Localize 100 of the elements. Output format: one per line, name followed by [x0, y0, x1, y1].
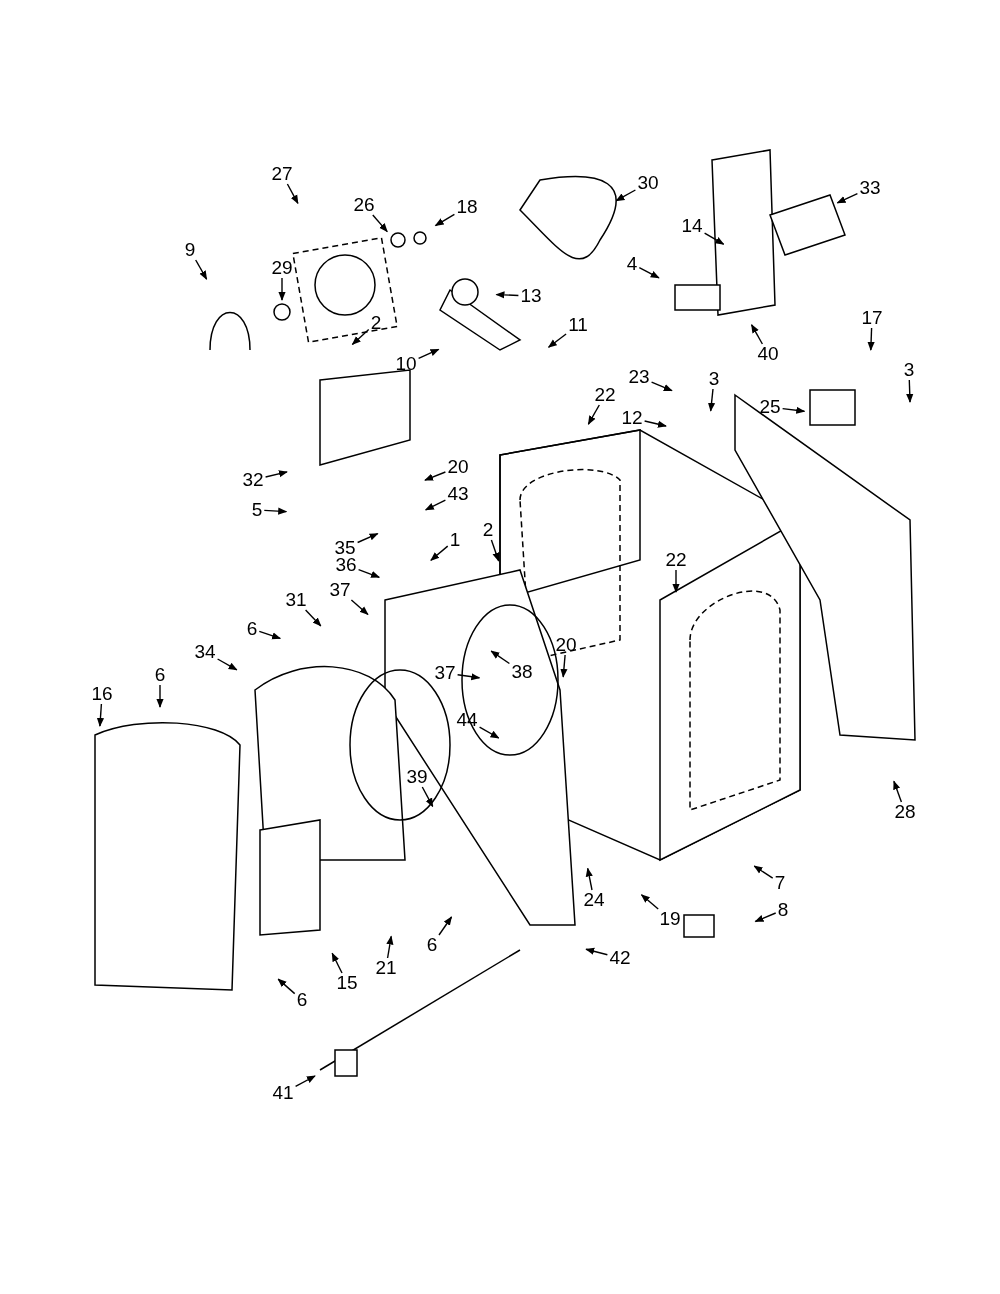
- callout-number: 37: [434, 664, 456, 682]
- callout-number: 34: [194, 643, 216, 661]
- leader-line: [672, 569, 680, 593]
- callout-number: 4: [626, 255, 638, 273]
- leader-line: [216, 658, 238, 671]
- leader-line: [585, 867, 593, 891]
- leader-line: [560, 654, 568, 678]
- leader-line: [430, 545, 449, 561]
- callout-number: 41: [272, 1084, 294, 1102]
- leader-line: [893, 780, 903, 803]
- leader-line: [547, 333, 567, 348]
- callout-number: 33: [859, 179, 881, 197]
- leader-line: [372, 214, 388, 233]
- callout-number: 35: [334, 539, 356, 557]
- callout-number: 43: [447, 485, 469, 503]
- callout-number: 2: [482, 521, 494, 539]
- leader-line: [294, 1075, 316, 1087]
- leader-line: [640, 894, 659, 910]
- leader-line: [277, 978, 296, 995]
- leader-line: [650, 381, 673, 392]
- leader-line: [707, 388, 716, 412]
- callout-number: 38: [511, 663, 533, 681]
- callout-number: 12: [621, 409, 643, 427]
- callout-number: 10: [395, 355, 417, 373]
- callout-number: 3: [903, 361, 915, 379]
- callout-number: 29: [271, 259, 293, 277]
- leader-line: [357, 569, 381, 578]
- callout-number: 6: [296, 991, 308, 1009]
- callout-number: 36: [335, 556, 357, 574]
- callout-number: 20: [447, 458, 469, 476]
- leader-line: [781, 406, 806, 414]
- leader-line: [585, 947, 609, 956]
- leader-line: [456, 673, 481, 681]
- leader-line: [356, 533, 379, 544]
- callout-number: 42: [609, 949, 631, 967]
- leader-line: [386, 935, 394, 959]
- leader-line: [587, 404, 600, 425]
- callout-number: 24: [583, 891, 605, 909]
- leader-line: [331, 952, 343, 974]
- callout-number: 14: [681, 217, 703, 235]
- callout-number: 9: [184, 241, 196, 259]
- callout-number: 20: [555, 636, 577, 654]
- callout-number: 8: [777, 901, 789, 919]
- callout-number: 40: [757, 345, 779, 363]
- leader-line: [96, 703, 105, 727]
- leader-line: [490, 539, 500, 562]
- leader-line: [867, 327, 875, 351]
- callout-number: 30: [637, 174, 659, 192]
- callout-number: 28: [894, 803, 916, 821]
- leader-line: [286, 183, 299, 205]
- callout-number: 7: [774, 874, 786, 892]
- callout-number: 11: [568, 316, 588, 334]
- callout-number: 3: [708, 370, 720, 388]
- callout-number: 13: [520, 287, 542, 305]
- callout-number: 31: [285, 591, 307, 609]
- leader-line: [424, 471, 447, 481]
- leader-line: [156, 684, 164, 708]
- callout-number: 27: [271, 165, 293, 183]
- callout-number: 23: [628, 368, 650, 386]
- leader-line: [836, 193, 859, 204]
- callout-number: 39: [406, 768, 428, 786]
- leader-line: [434, 213, 456, 227]
- callout-number: 26: [353, 196, 375, 214]
- leader-line: [750, 324, 764, 345]
- leader-line: [490, 650, 511, 665]
- callout-number: 17: [861, 309, 883, 327]
- leader-line: [417, 348, 440, 359]
- callout-number: 32: [242, 471, 264, 489]
- leader-line: [703, 232, 725, 245]
- leader-line: [753, 865, 774, 879]
- callout-number: 1: [449, 531, 461, 549]
- leader-line: [258, 630, 282, 640]
- leader-line: [495, 291, 520, 299]
- callout-number: 25: [759, 398, 781, 416]
- leader-line: [615, 189, 637, 202]
- leader-line: [478, 726, 500, 739]
- leader-line: [906, 379, 914, 403]
- leader-line: [278, 277, 286, 301]
- callout-number: 21: [375, 959, 397, 977]
- callout-number: 22: [594, 386, 616, 404]
- leader-line: [350, 599, 369, 616]
- callout-number: 16: [91, 685, 113, 703]
- leader-line: [421, 786, 434, 808]
- callout-number: 2: [370, 314, 382, 332]
- callout-number: 19: [659, 910, 681, 928]
- leader-line: [424, 499, 447, 511]
- callout-number: 6: [426, 936, 438, 954]
- leader-line: [351, 328, 370, 346]
- callout-number: 15: [336, 974, 358, 992]
- leader-line: [754, 912, 777, 923]
- leader-line: [264, 470, 288, 478]
- leader-line: [195, 259, 208, 280]
- callout-number: 5: [251, 501, 263, 519]
- callout-number: 6: [246, 620, 258, 638]
- callout-number: 22: [665, 551, 687, 569]
- leader-line: [638, 267, 660, 279]
- leader-line: [263, 507, 288, 515]
- callout-number: 18: [456, 198, 478, 216]
- leader-line: [304, 609, 322, 627]
- leader-line: [643, 420, 667, 428]
